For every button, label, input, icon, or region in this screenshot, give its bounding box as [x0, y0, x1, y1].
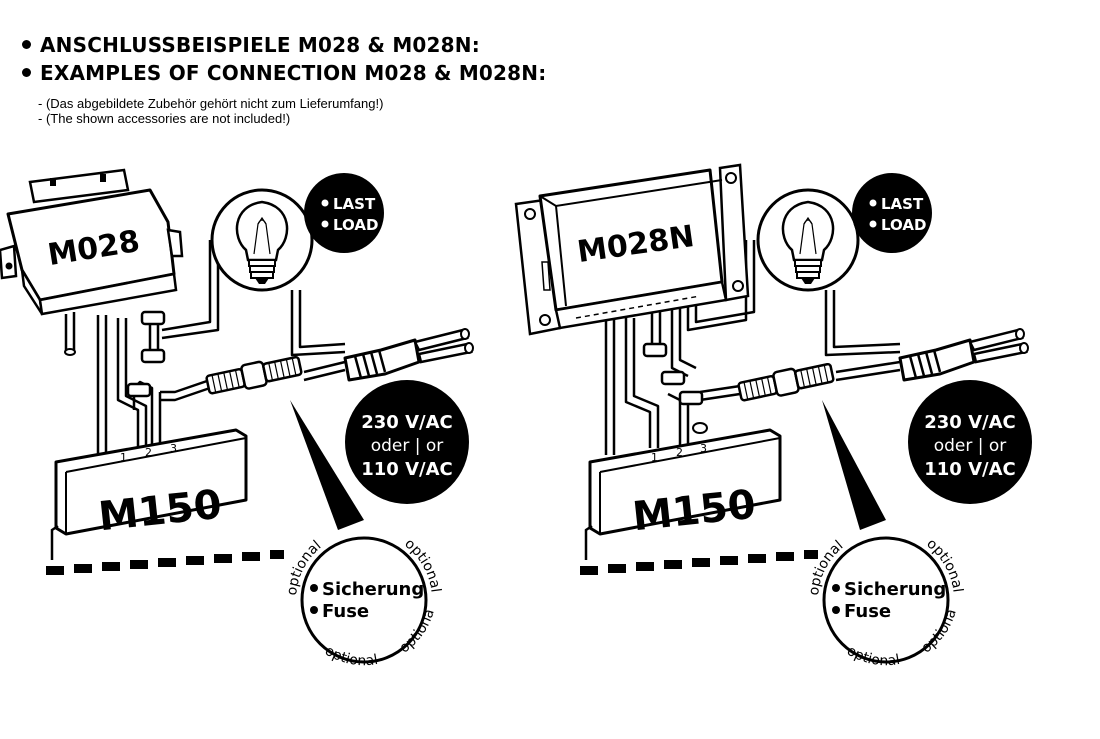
fuse-holder-icon: [736, 359, 836, 405]
wire-connector: [642, 342, 668, 358]
fuse-label-en: Fuse: [844, 601, 891, 622]
voltage-line-1: 230 V/AC: [924, 412, 1016, 433]
mains-plug-icon: [343, 327, 475, 382]
load-label-en: LOAD: [333, 216, 378, 234]
fuse-label-en: Fuse: [322, 601, 369, 622]
lamp: [210, 188, 314, 292]
wire-connector: [140, 310, 166, 326]
note-german: - (Das abgebildete Zubehör gehört nicht …: [38, 96, 384, 111]
fuse-holder-icon: [204, 352, 304, 398]
wire-end: [692, 422, 708, 434]
terminal-label: 3: [700, 442, 707, 455]
voltage-line-3: 110 V/AC: [924, 459, 1016, 480]
mains-plug-icon: [898, 327, 1030, 382]
callout-pointer: [822, 400, 886, 530]
voltage-badge: 230 V/AC oder | or 110 V/AC: [908, 380, 1032, 504]
heading-english-text: EXAMPLES OF CONNECTION M028 & M028N:: [40, 61, 547, 85]
note-english: - (The shown accessories are not include…: [38, 111, 291, 126]
voltage-line-3: 110 V/AC: [361, 459, 453, 480]
lamp: [756, 188, 860, 292]
diagram-m028: M028 1 2 3 M150 LAST LOAD: [0, 0, 475, 669]
voltage-badge: 230 V/AC oder | or 110 V/AC: [345, 380, 469, 504]
bullet-icon: [22, 68, 31, 77]
terminal-label: 2: [145, 446, 152, 459]
mounting-rail: [46, 550, 284, 575]
terminal-label: 1: [651, 451, 658, 464]
load-label-de: LAST: [333, 195, 376, 213]
m028n-device: M028N: [514, 163, 750, 336]
fuse-label-de: Sicherung: [844, 579, 946, 600]
load-label-de: LAST: [881, 195, 924, 213]
wire-connector: [140, 348, 166, 364]
m028-device: M028: [0, 168, 184, 356]
bullet-icon: [22, 40, 31, 49]
heading-english: EXAMPLES OF CONNECTION M028 & M028N:: [22, 61, 546, 85]
callout-pointer: [290, 400, 364, 530]
voltage-line-1: 230 V/AC: [361, 412, 453, 433]
wire-connector: [126, 382, 152, 398]
fuse-label-de: Sicherung: [322, 579, 424, 600]
m150-controller: 1 2 3 M150: [580, 428, 818, 575]
m150-controller: 1 2 3 M150: [46, 428, 284, 575]
wire-connector: [660, 370, 686, 386]
terminal-label: 3: [170, 442, 177, 455]
load-label-en: LOAD: [881, 216, 926, 234]
voltage-line-2: oder | or: [371, 436, 444, 456]
wire-connector: [678, 390, 704, 406]
heading-german: ANSCHLUSSBEISPIELE M028 & M028N:: [22, 33, 480, 57]
terminal-label: 1: [120, 451, 127, 464]
mounting-rail: [580, 550, 818, 575]
heading-german-text: ANSCHLUSSBEISPIELE M028 & M028N:: [40, 33, 480, 57]
load-badge: LAST LOAD: [852, 173, 932, 253]
voltage-line-2: oder | or: [934, 436, 1007, 456]
diagram-m028n: M028N 1 2 3 M150 LAST LOAD: [0, 0, 1032, 669]
terminal-label: 2: [676, 446, 683, 459]
load-badge: LAST LOAD: [304, 173, 384, 253]
